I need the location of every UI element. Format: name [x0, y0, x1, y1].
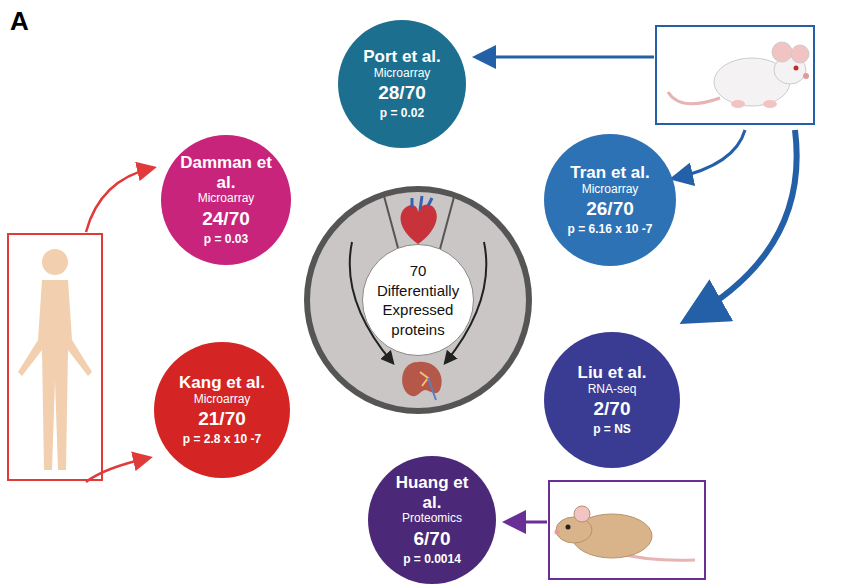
count: 2/70 — [594, 398, 631, 420]
human-icon — [18, 249, 92, 470]
human-box — [8, 234, 102, 480]
study-circle: Tran et al.Microarray26/70 p = 6.16 x 10 … — [544, 134, 676, 266]
study-name: Port et al. — [363, 47, 440, 67]
method: Microarray — [194, 393, 251, 407]
count: 24/70 — [202, 208, 250, 230]
method: Microarray — [198, 192, 255, 206]
count: 28/70 — [378, 82, 426, 104]
ring-divider — [440, 197, 454, 249]
method: Proteomics — [402, 512, 462, 526]
kidney-icon — [402, 362, 442, 400]
p-value: p = 0.0014 — [403, 553, 461, 567]
count: 21/70 — [198, 408, 246, 430]
study-name: Liu et al. — [578, 363, 647, 383]
method: Microarray — [582, 183, 639, 197]
panel-label: A — [10, 6, 29, 37]
study-circle: Huang et al.Proteomics 6/70 p = 0.0014 — [368, 456, 496, 584]
p-value: p = NS — [593, 423, 631, 437]
method: RNA-seq — [588, 383, 637, 397]
mouse-box — [656, 26, 814, 124]
arrow — [86, 168, 152, 232]
study-name: Damman et al. — [177, 153, 275, 192]
heart-icon — [401, 196, 437, 244]
study-circle: Liu et al.RNA-seq2/70 p = NS — [544, 332, 680, 468]
p-value: p = 0.02 — [380, 107, 424, 121]
study-name: Huang et al. — [384, 473, 480, 512]
study-name: Tran et al. — [570, 163, 649, 183]
ring — [310, 192, 526, 408]
center-text: 70 Differentially Expressed proteins — [377, 261, 459, 339]
p-value: p = 2.8 x 10 -7 — [183, 433, 261, 447]
ring-outer — [304, 186, 532, 414]
center-circle: 70 Differentially Expressed proteins — [362, 244, 474, 356]
arrow — [675, 130, 745, 178]
count: 6/70 — [414, 528, 451, 550]
ring-divider — [384, 196, 398, 248]
arrow — [508, 521, 547, 524]
p-value: p = 0.03 — [204, 233, 248, 247]
rat-box — [549, 481, 705, 579]
study-circle: Kang et al.Microarray21/70 p = 2.8 x 10 -… — [154, 342, 290, 478]
arrow — [690, 130, 797, 318]
method: Microarray — [374, 67, 431, 81]
p-value: p = 6.16 x 10 -7 — [567, 223, 652, 237]
study-name: Kang et al. — [179, 373, 265, 393]
mouse-icon — [668, 42, 809, 108]
arrow — [86, 458, 148, 482]
arrow — [478, 56, 654, 59]
study-circle: Damman et al.Microarray 24/70 p = 0.03 — [161, 135, 291, 265]
study-circle: Port et al.Microarray28/70 p = 0.02 — [338, 20, 466, 148]
count: 26/70 — [586, 198, 634, 220]
rat-icon — [555, 506, 696, 560]
